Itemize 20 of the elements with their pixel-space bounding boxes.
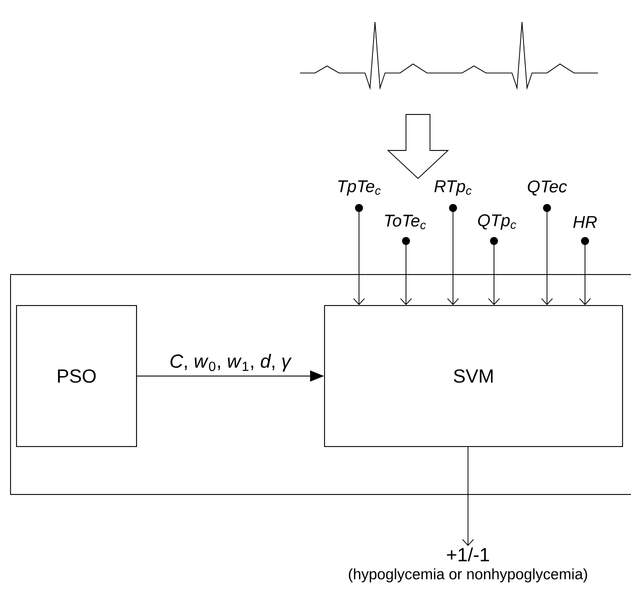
process-box: SVM: [324, 305, 623, 447]
arrow: [353, 204, 365, 306]
block-arrow: [386, 114, 450, 179]
arrow: [462, 446, 474, 546]
feature-label: TpTe$_{c}$: [338, 180, 381, 196]
feature-label: QTec: [528, 180, 567, 196]
ecg-drawing: [300, 22, 598, 90]
frame: [10, 274, 631, 495]
feature-label: HR: [573, 216, 597, 228]
edge-label: C, w$_{0}$, w$_{1}$, d, γ: [168, 352, 293, 373]
feature-label: RTp$_{c}$: [434, 180, 472, 196]
arrow: [579, 237, 591, 306]
arrow: [541, 204, 553, 306]
output-label: +1/-1 (hypoglycemia or nonhypoglycemia): [348, 547, 588, 582]
arrow: [447, 204, 459, 306]
feature-label: ToTe$_{c}$: [385, 214, 426, 230]
feature-label: QTp$_{c}$: [478, 214, 516, 230]
arrow: [488, 237, 500, 306]
arrow: [400, 237, 412, 306]
process-box: PSO: [16, 305, 137, 447]
